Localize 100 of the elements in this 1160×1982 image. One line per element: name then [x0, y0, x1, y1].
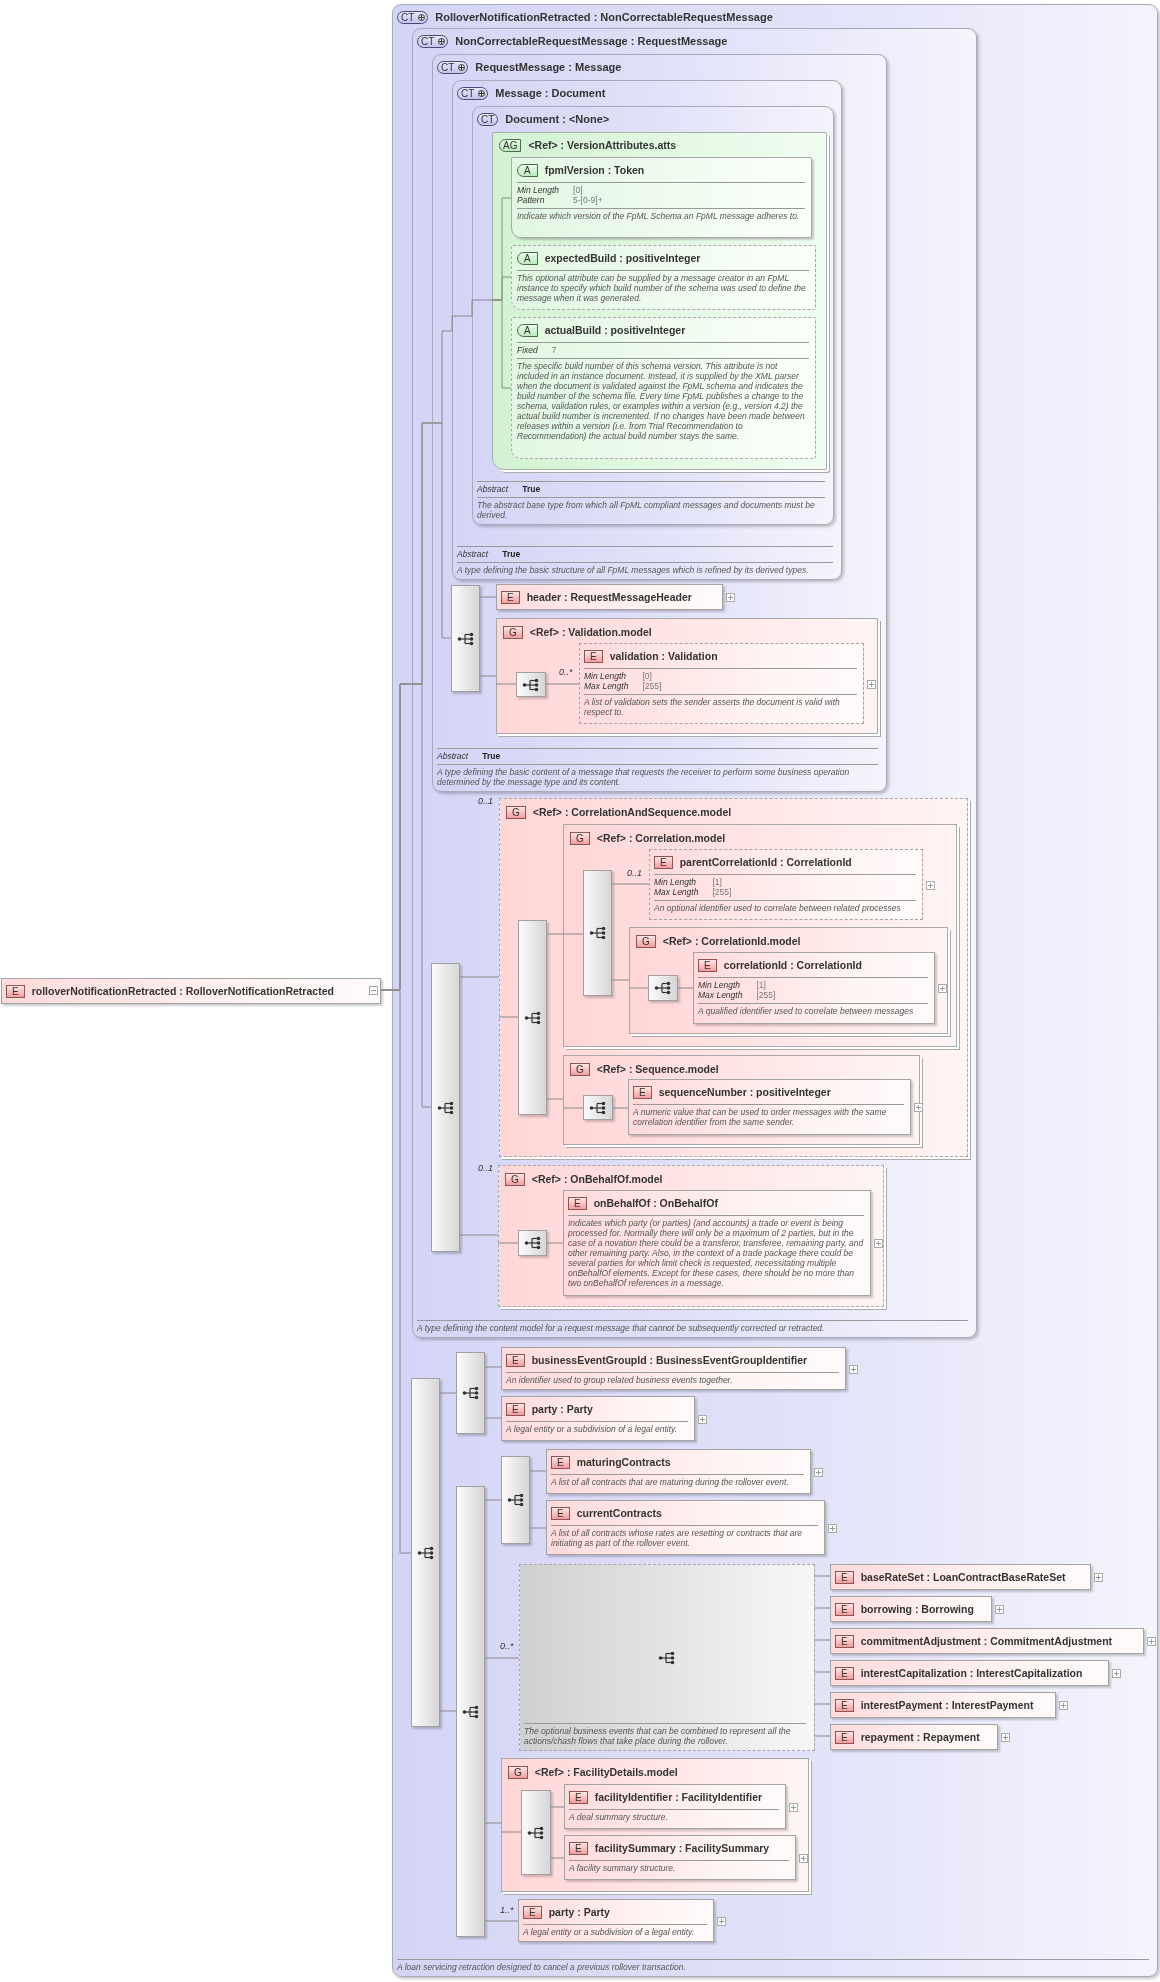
element-box: [501, 1396, 695, 1441]
element-name: maturingContracts: [576, 1456, 671, 1468]
element-name: correlationId : CorrelationId: [723, 959, 862, 971]
type-name: RolloverNotificationRetracted : NonCorrectableRequestMessage: [435, 11, 773, 23]
description-text: Indicate which version of the FpML Schema an FpML message adheres to.: [517, 211, 801, 221]
element-badge: E: [835, 1602, 854, 1616]
connector-line: [550, 1857, 565, 1859]
connector-line: [550, 1806, 565, 1808]
sequence-box: [648, 975, 678, 1001]
element-name: repayment : Repayment: [860, 1731, 980, 1743]
connector-line: [484, 1822, 502, 1824]
element-name: <Ref> : Validation.model: [529, 626, 652, 638]
facet-value: [255]: [642, 681, 663, 691]
complex-type-box: [412, 28, 977, 1338]
description-text: A type defining the basic content of a message that requests the receiver to perform some business operation determined by the message type and its content.: [437, 767, 851, 787]
cardinality-label: 0..1: [478, 796, 493, 806]
element-badge: E: [698, 958, 717, 972]
element-box: [501, 1347, 846, 1390]
group-badge: G: [570, 1062, 590, 1076]
attribute-group-box: [492, 132, 827, 470]
description-text: A list of validation sets the sender asserts the document is valid with respect to.: [584, 697, 841, 717]
element-name: <Ref> : CorrelationId.model: [662, 935, 801, 947]
element-box: [496, 584, 723, 610]
cardinality-label: 0..1: [627, 868, 642, 878]
element-badge: E: [835, 1666, 854, 1680]
group-box: [563, 824, 957, 1047]
connector-line: [529, 1470, 547, 1472]
facet-label: Max Length: [584, 681, 629, 691]
facet-value: True: [522, 484, 542, 494]
attribute-badge: A: [517, 323, 538, 337]
element-badge: E: [506, 1402, 525, 1416]
element-box: [830, 1660, 1109, 1686]
element-name: <Ref> : FacilityDetails.model: [534, 1766, 678, 1778]
sequence-box: [431, 963, 460, 1252]
element-name: <Ref> : Sequence.model: [596, 1063, 719, 1075]
description-text: Indicates which party (or parties) (and accounts) a trade or event is being processed for. Normally there will only be a maximum of 2 parties, but in the case of a novation there could be a transferor, transferee, remaining party, and other remaining party. Also, in the context of a trade package there could be several parties for which limit check is requested, necessitating multiple onBehalfOf elements. Except for these cases, there should be no more than two onBehalfOf references in a message.: [568, 1218, 864, 1288]
complex-type-badge: CT: [457, 86, 489, 100]
connector-line: [628, 987, 649, 989]
facet-value: 7: [551, 345, 558, 355]
connector-line: [497, 1242, 519, 1244]
element-badge: E: [568, 1196, 587, 1210]
facet-label: Abstract: [457, 549, 489, 559]
element-box: [546, 1500, 825, 1555]
description-text: A type defining the content model for a request message that cannot be subsequently corrected or retracted.: [417, 1323, 826, 1333]
connector-line: [459, 1234, 499, 1236]
element-name: rolloverNotificationRetracted : RolloverNotificationRetracted: [31, 985, 334, 997]
element-box: [830, 1628, 1144, 1654]
sequence-box: [518, 920, 547, 1115]
element-name: actualBuild : positiveInteger: [544, 324, 686, 336]
connector-line: [479, 675, 497, 677]
facet-value: [255]: [756, 990, 777, 1000]
element-box: [830, 1564, 1091, 1590]
complex-type-badge: CT: [397, 10, 429, 24]
facet-label: Abstract: [437, 751, 469, 761]
element-name: expectedBuild : positiveInteger: [544, 252, 701, 264]
element-name: interestCapitalization : InterestCapitalization: [860, 1667, 1083, 1679]
facet-value: [1]: [712, 877, 723, 887]
sequence-box: [583, 1095, 613, 1120]
description-text: A facility summary structure.: [569, 1863, 677, 1873]
description-text: A qualified identifier used to correlate between messages: [698, 1006, 915, 1016]
facet-label: Min Length: [517, 185, 560, 195]
connector-line: [495, 683, 517, 685]
cardinality-label: 1..*: [500, 1905, 514, 1915]
connector-line: [484, 1657, 520, 1659]
facet-label: Max Length: [698, 990, 743, 1000]
element-badge: E: [6, 984, 25, 998]
attribute-badge: A: [517, 163, 538, 177]
element-box: [693, 952, 935, 1024]
element-badge: E: [584, 649, 603, 663]
description-text: An identifier used to group related business events together.: [506, 1375, 734, 1385]
connector-line: [814, 1575, 831, 1577]
element-box: [1, 978, 381, 1004]
element-name: <Ref> : CorrelationAndSequence.model: [532, 806, 732, 818]
group-badge: G: [508, 1765, 528, 1779]
attribute-box: [511, 157, 812, 238]
connector-line: [529, 1527, 547, 1529]
facet-label: Min Length: [654, 877, 698, 887]
connector-line: [498, 1016, 519, 1018]
facet-label: Max Length: [654, 887, 699, 897]
connector-line: [611, 979, 630, 981]
connector-line: [546, 933, 564, 935]
connector-line: [814, 1607, 831, 1609]
connector-line: [814, 1671, 831, 1673]
group-box: [563, 1055, 920, 1145]
element-badge: E: [835, 1570, 854, 1584]
element-box: [546, 1449, 811, 1494]
element-name: facilitySummary : FacilitySummary: [594, 1842, 770, 1854]
element-box: [564, 1784, 786, 1829]
element-box: [579, 643, 864, 724]
element-badge: E: [569, 1841, 588, 1855]
connector-line: [479, 596, 497, 598]
element-badge: E: [569, 1790, 588, 1804]
connector-line: [814, 1639, 831, 1641]
element-badge: E: [654, 855, 673, 869]
connector-line: [546, 1242, 564, 1244]
element-badge: E: [551, 1506, 570, 1520]
group-box: [501, 1758, 809, 1892]
group-badge: G: [570, 831, 590, 845]
element-name: commitmentAdjustment : CommitmentAdjustment: [860, 1635, 1113, 1647]
cardinality-label: 0..*: [559, 667, 573, 677]
